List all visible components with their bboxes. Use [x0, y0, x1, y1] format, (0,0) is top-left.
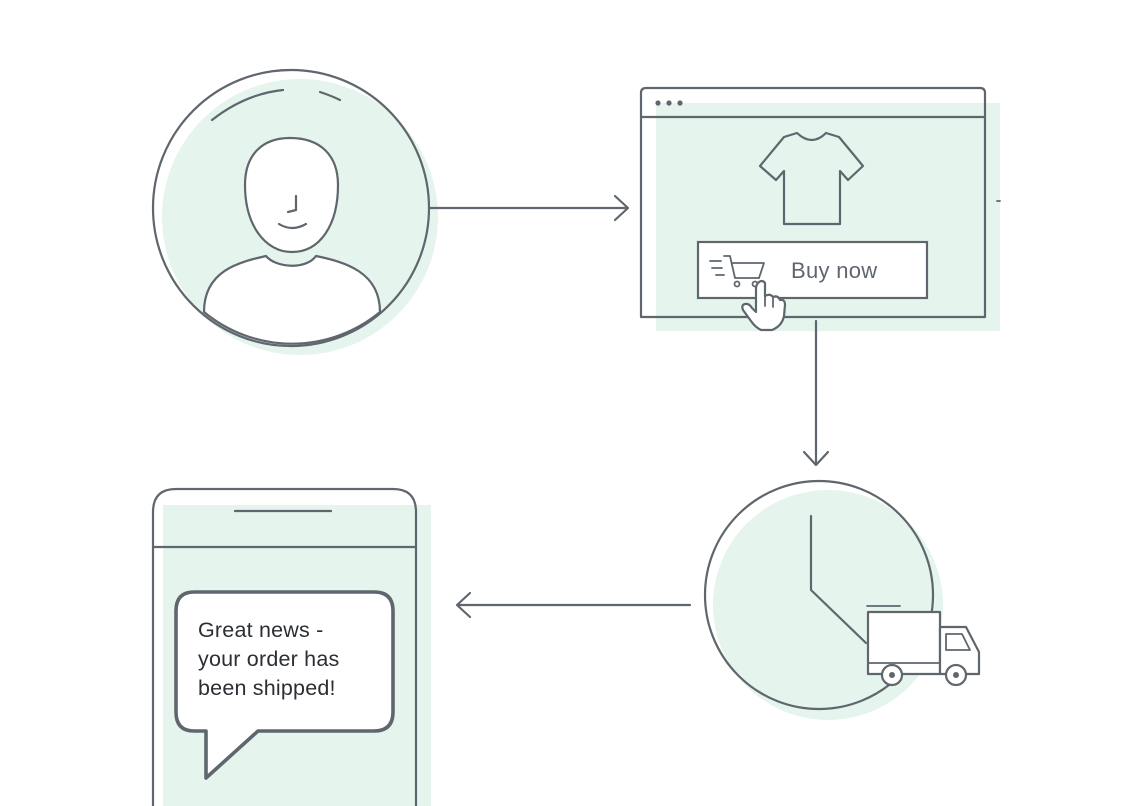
- customer-avatar: [151, 68, 438, 355]
- clock-hands: [809, 514, 868, 645]
- arrow-to-shop: [428, 194, 630, 222]
- arrow-to-delivery: [802, 319, 830, 467]
- pointer-hand-icon: [741, 279, 787, 332]
- window-dot: [655, 100, 661, 106]
- tshirt-icon: [758, 131, 865, 226]
- delivery-clock: [703, 479, 981, 720]
- notification-line: been shipped!: [198, 676, 336, 700]
- window-dot: [677, 100, 683, 106]
- clock-icon: [703, 479, 935, 711]
- person-icon: [202, 88, 382, 345]
- notification-message: Great news - your order has been shipped…: [198, 616, 388, 703]
- notification-line: Great news -: [198, 618, 324, 642]
- buy-now-label: Buy now: [791, 258, 877, 283]
- window-dot: [666, 100, 672, 106]
- notification-line: your order has: [198, 647, 340, 671]
- arrow-to-phone: [455, 591, 692, 619]
- buy-now-button[interactable]: Buy now: [696, 240, 929, 332]
- delivery-truck-icon: [866, 605, 981, 687]
- speech-bubble-icon: [174, 590, 395, 780]
